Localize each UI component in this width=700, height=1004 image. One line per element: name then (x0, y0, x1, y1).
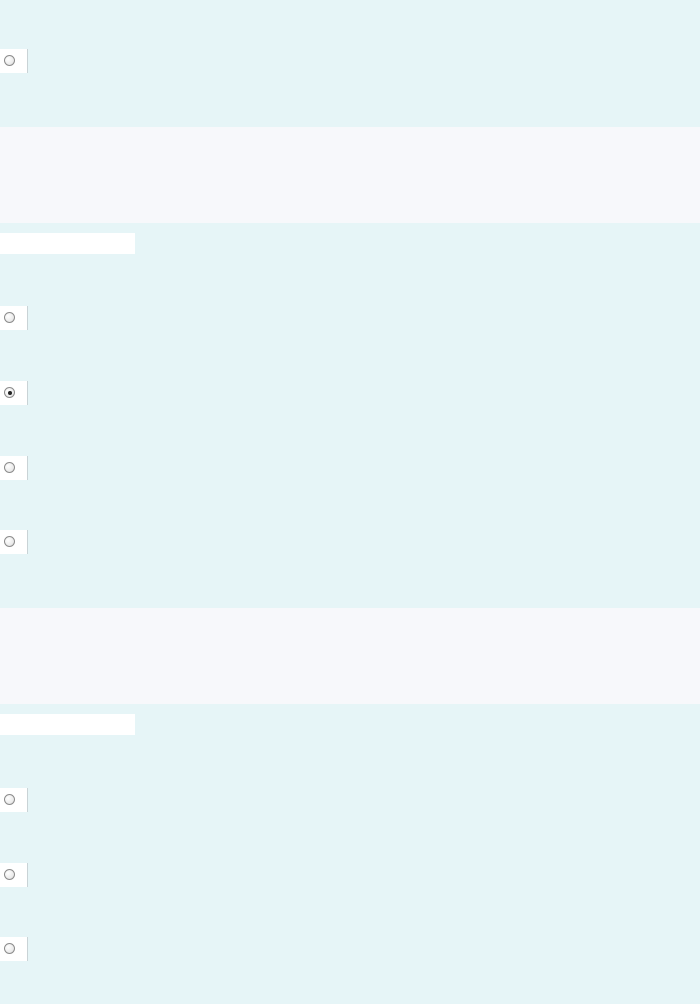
radio-button[interactable] (0, 381, 28, 405)
answer-options-group-3 (0, 704, 700, 1004)
radio-unchecked-icon (4, 536, 15, 547)
answer-option[interactable] (0, 530, 700, 556)
radio-button[interactable] (0, 49, 28, 73)
radio-unchecked-icon (4, 869, 15, 880)
answer-option[interactable] (0, 456, 700, 482)
radio-checked-icon (4, 387, 15, 398)
question-tab (0, 714, 135, 735)
answer-options-group-1 (0, 0, 700, 127)
answer-options-group-2 (0, 223, 700, 608)
answer-option[interactable] (0, 863, 700, 889)
radio-unchecked-icon (4, 55, 15, 66)
radio-button[interactable] (0, 306, 28, 330)
question-prompt-3 (0, 608, 700, 704)
radio-button[interactable] (0, 863, 28, 887)
radio-unchecked-icon (4, 794, 15, 805)
radio-unchecked-icon (4, 312, 15, 323)
radio-button[interactable] (0, 937, 28, 961)
answer-option[interactable] (0, 306, 700, 332)
radio-unchecked-icon (4, 462, 15, 473)
radio-button[interactable] (0, 456, 28, 480)
radio-button[interactable] (0, 530, 28, 554)
radio-button[interactable] (0, 788, 28, 812)
answer-option[interactable] (0, 49, 700, 75)
radio-unchecked-icon (4, 943, 15, 954)
question-tab (0, 233, 135, 254)
answer-option[interactable] (0, 381, 700, 407)
answer-option[interactable] (0, 788, 700, 814)
question-prompt-2 (0, 127, 700, 223)
answer-option[interactable] (0, 937, 700, 963)
